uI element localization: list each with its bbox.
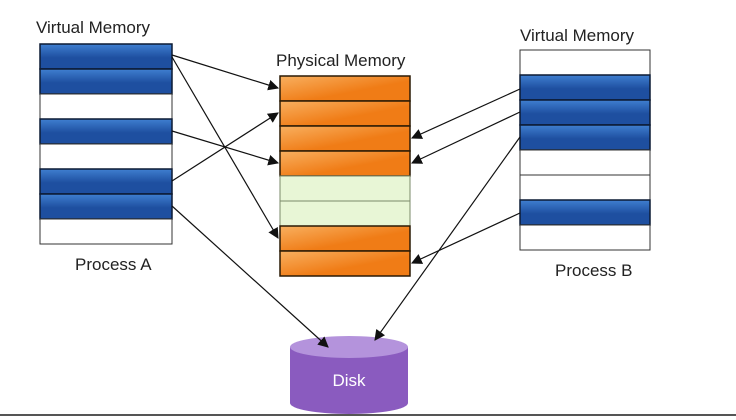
mapping-arrow [374, 136, 521, 341]
physical-frame-used [279, 250, 411, 277]
virtual-page-mapped [519, 124, 651, 151]
process-b-label: Process B [555, 261, 633, 280]
virtual-memory-a-title: Virtual Memory [36, 18, 150, 37]
physical-frame-used [279, 75, 411, 102]
process-a-label: Process A [75, 255, 152, 274]
physical-frame-used [279, 100, 411, 127]
physical-frame-used [279, 150, 411, 177]
virtual-memory-b-title: Virtual Memory [520, 26, 634, 45]
virtual-page-mapped [519, 74, 651, 101]
mapping-arrows [171, 54, 521, 348]
virtual-page-mapped [519, 199, 651, 226]
virtual-page-empty [519, 149, 651, 176]
process-b-page-table [519, 49, 651, 251]
virtual-page-empty [519, 49, 651, 76]
physical-frame-used [279, 125, 411, 152]
disk-cylinder: Disk [290, 336, 408, 414]
physical-frame-used [279, 225, 411, 252]
virtual-page-empty [519, 174, 651, 201]
disk-label: Disk [332, 371, 366, 390]
process-a-page-table [39, 43, 173, 245]
mapping-arrow [171, 205, 329, 348]
virtual-page-mapped [519, 99, 651, 126]
mapping-arrow [411, 212, 521, 264]
physical-memory-frames [279, 75, 411, 277]
disk-body [290, 347, 408, 414]
disk-top [290, 336, 408, 358]
mapping-arrow [411, 88, 521, 139]
virtual-page-mapped [39, 193, 173, 220]
mapping-arrow [171, 112, 279, 182]
mapping-arrow [411, 111, 521, 164]
virtual-page-mapped [39, 43, 173, 70]
physical-memory-title: Physical Memory [276, 51, 406, 70]
bottom-divider [0, 414, 736, 416]
physical-frame-free [279, 175, 411, 202]
virtual-page-mapped [39, 68, 173, 95]
virtual-page-empty [519, 224, 651, 251]
virtual-page-mapped [39, 168, 173, 195]
physical-frame-free [279, 200, 411, 227]
mapping-arrow [171, 54, 280, 91]
virtual-page-empty [39, 93, 173, 120]
virtual-page-empty [39, 143, 173, 170]
virtual-page-mapped [39, 118, 173, 145]
virtual-page-empty [39, 218, 173, 245]
